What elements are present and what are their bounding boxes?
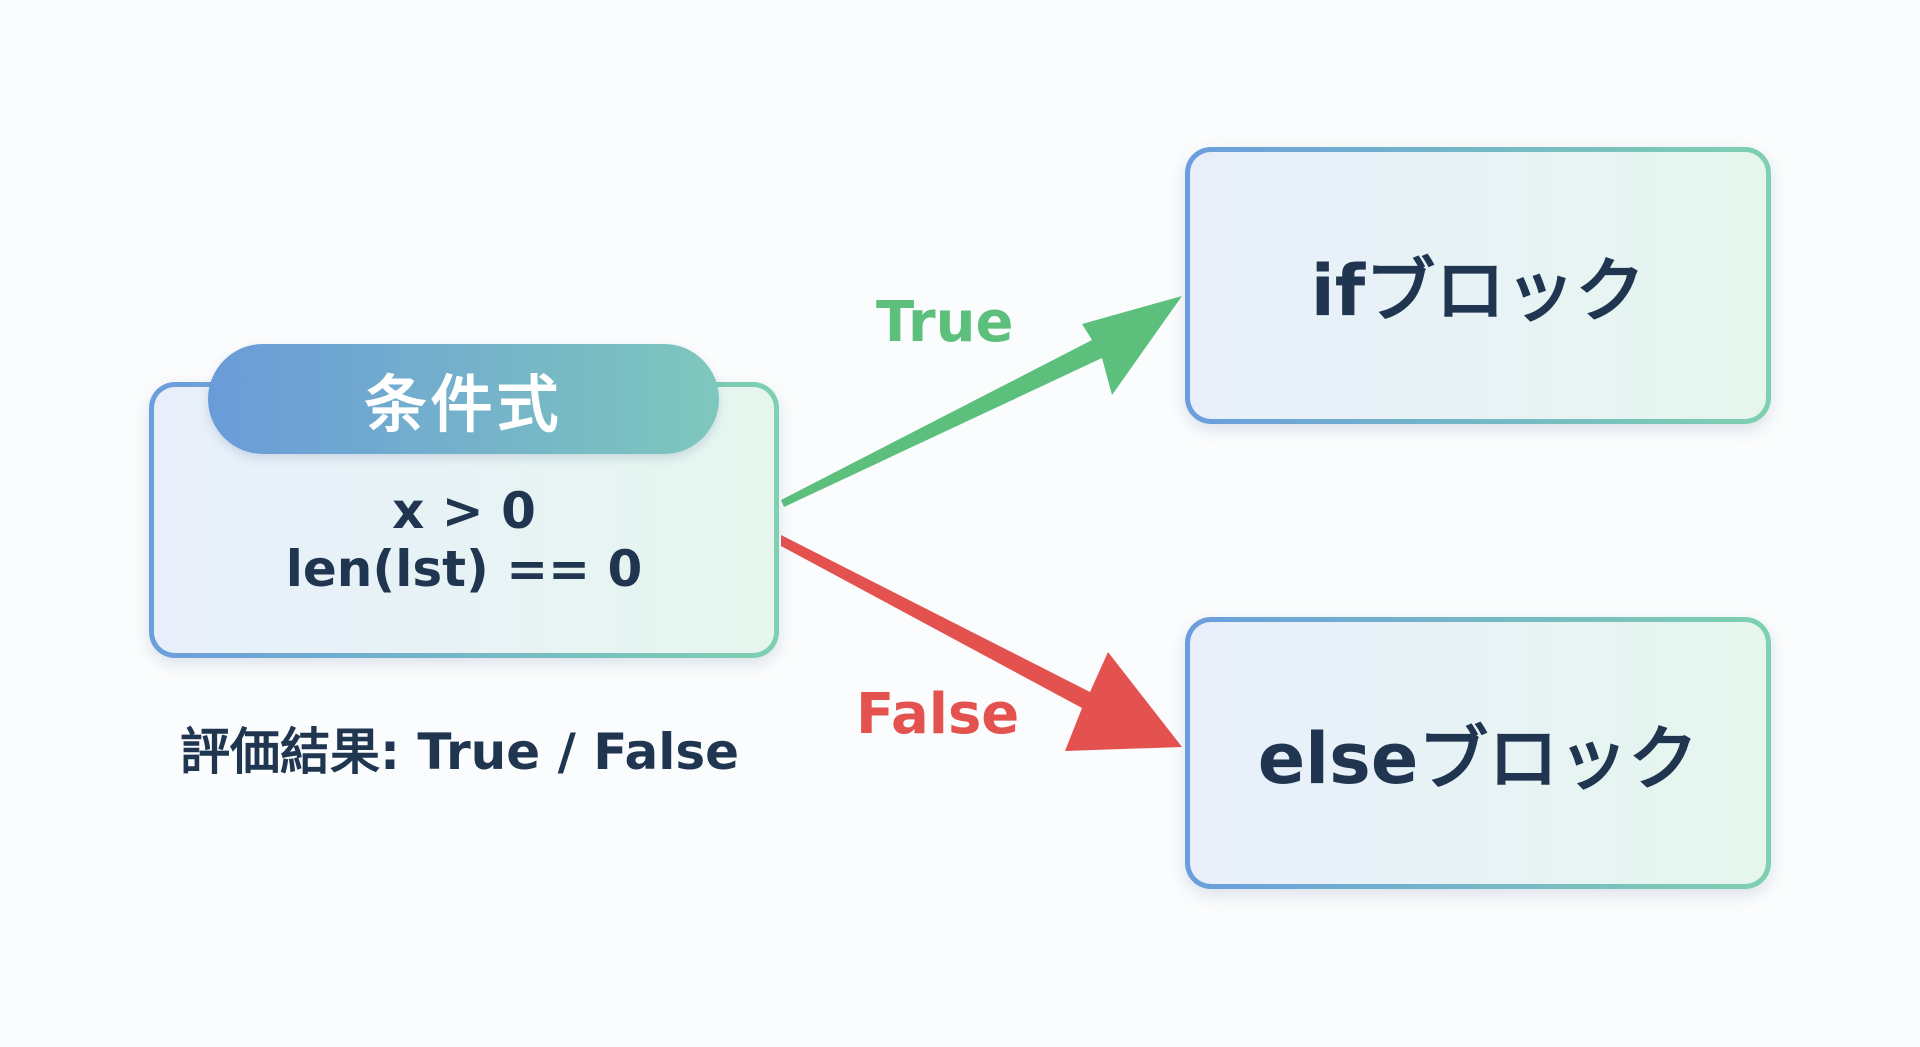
expression-2: len(lst) == 0 bbox=[285, 540, 643, 598]
false-arrow bbox=[781, 535, 1182, 751]
else-block-label: elseブロック bbox=[1257, 717, 1699, 800]
condition-expressions: x > 0 len(lst) == 0 bbox=[149, 482, 779, 598]
true-arrow bbox=[781, 296, 1182, 507]
if-block: ifブロック bbox=[1185, 147, 1771, 424]
true-label: True bbox=[876, 290, 1014, 355]
if-block-label: ifブロック bbox=[1310, 250, 1646, 332]
else-block: elseブロック bbox=[1185, 617, 1771, 889]
false-label: False bbox=[856, 682, 1020, 747]
condition-title: 条件式 bbox=[208, 344, 719, 454]
evaluation-result: 評価結果: True / False bbox=[180, 723, 740, 781]
expression-1: x > 0 bbox=[392, 482, 536, 540]
